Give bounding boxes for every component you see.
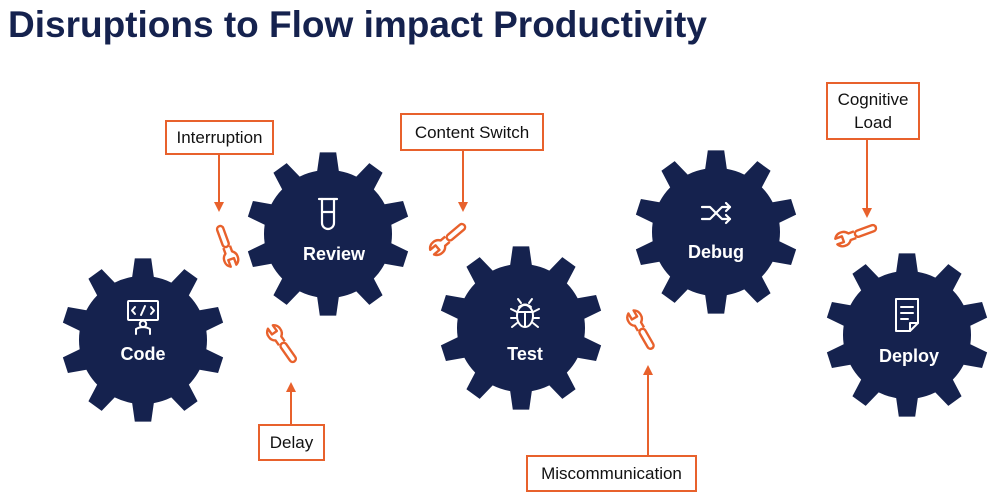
shuffle-icon [700, 201, 732, 225]
code-workstation-icon [127, 300, 159, 335]
gear-shape [62, 258, 224, 422]
gear-label: Debug [688, 242, 744, 262]
gear-shape [247, 152, 409, 316]
callout-interruption: Interruption [165, 120, 274, 155]
wrench-icon [211, 222, 242, 270]
gear-label: Deploy [879, 346, 939, 366]
gear-deploy: Deploy [826, 253, 988, 417]
callout-arrows [214, 140, 872, 455]
gear-label: Code [121, 344, 166, 364]
wrench-icon [263, 321, 302, 367]
gear-code: Code [62, 258, 224, 422]
gear-shape [826, 253, 988, 417]
callout-delay: Delay [258, 424, 325, 461]
gear-shape [440, 246, 602, 410]
bug-icon [510, 298, 540, 328]
callout-miscommunication: Miscommunication [526, 455, 697, 492]
gear-debug: Debug [635, 150, 797, 314]
wrench-icon [426, 218, 471, 259]
gear-review: Review [247, 152, 409, 316]
page-title: Disruptions to Flow impact Productivity [8, 4, 707, 45]
gear-test: Test [440, 246, 602, 410]
callout-content-switch: Content Switch [400, 113, 544, 151]
test-tube-icon [317, 197, 339, 231]
callout-cognitive-load: Cognitive Load [826, 82, 920, 140]
gear-shape [635, 150, 797, 314]
document-icon [895, 298, 919, 332]
gear-label: Review [303, 244, 366, 264]
wrench-icon [623, 307, 660, 354]
wrench-icon [832, 219, 880, 250]
gear-label: Test [507, 344, 543, 364]
